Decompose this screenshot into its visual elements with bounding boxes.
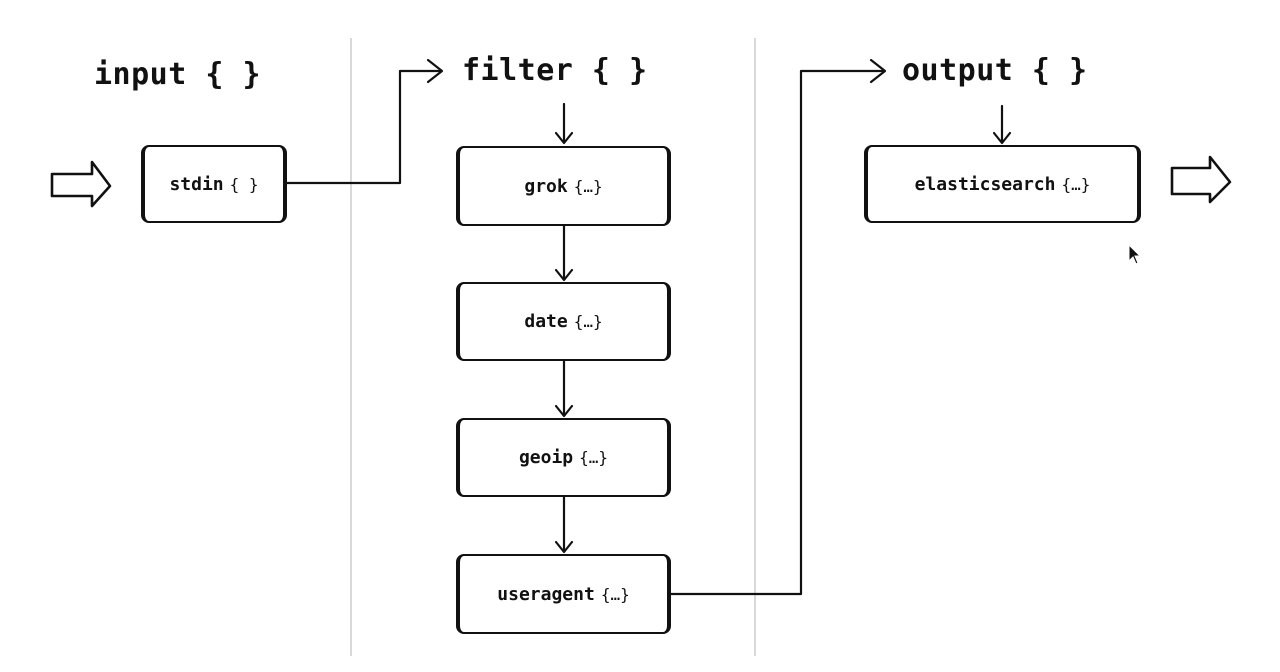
hollow-arrow-right-icon — [50, 155, 1232, 208]
plugin-box-elasticsearch: elasticsearch{…} — [864, 145, 1141, 223]
plugin-name: useragent — [497, 583, 595, 605]
section-heading-filter: filter { } — [462, 53, 648, 88]
plugin-name: stdin — [169, 173, 224, 195]
plugin-braces: {…} — [573, 176, 603, 196]
arrowhead-output — [869, 58, 887, 84]
plugin-box-geoip: geoip {…} — [456, 418, 671, 497]
connector-stdin-to-filter — [285, 69, 442, 185]
plugin-braces: {…} — [573, 312, 603, 331]
arrowhead-grok — [554, 131, 574, 145]
plugin-box-stdin: stdin{ } — [141, 145, 287, 223]
plugin-box-useragent: useragent{…} — [456, 554, 671, 634]
arrowhead-elasticsearch — [992, 131, 1012, 145]
plugin-braces: { } — [229, 174, 259, 194]
plugin-name: elasticsearch — [914, 173, 1056, 195]
plugin-name: geoip — [518, 447, 574, 468]
arrowhead-geoip — [554, 404, 574, 418]
plugin-box-date: date {…} — [456, 282, 671, 361]
column-divider-left — [350, 38, 352, 656]
arrowhead-filter — [426, 58, 444, 84]
flow-out-arrow-icon — [1170, 155, 1232, 204]
plugin-name: grok — [524, 175, 568, 197]
arrowhead-date — [554, 268, 574, 282]
column-divider-right — [754, 38, 756, 656]
connector-useragent-to-output — [669, 69, 884, 596]
arrowhead-useragent — [554, 540, 574, 554]
plugin-box-grok: grok{…} — [456, 146, 671, 226]
section-heading-input: input { } — [94, 57, 262, 92]
plugin-name: date — [524, 311, 568, 332]
mouse-cursor-icon — [1128, 244, 1142, 265]
flow-in-arrow-icon — [50, 160, 112, 208]
section-heading-output: output { } — [902, 53, 1088, 88]
plugin-braces: {…} — [600, 584, 630, 604]
plugin-braces: {…} — [1061, 174, 1091, 194]
plugin-braces: {…} — [579, 448, 609, 467]
